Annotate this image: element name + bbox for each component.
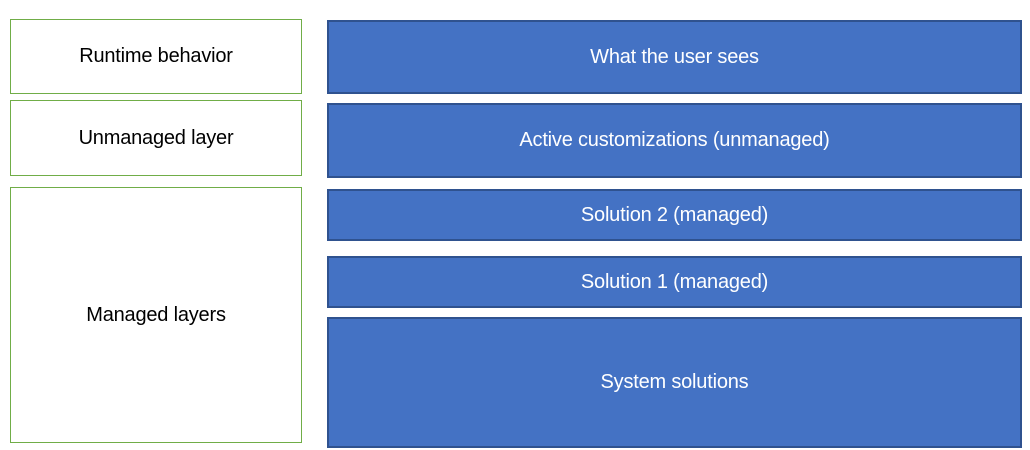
system-solutions-label: System solutions <box>600 371 749 393</box>
label-box-unmanaged-layer: Unmanaged layer <box>10 100 302 176</box>
layer-box-solution-1: Solution 1 (managed) <box>327 256 1022 308</box>
layer-box-active-customizations: Active customizations (unmanaged) <box>327 103 1022 178</box>
solution-1-label: Solution 1 (managed) <box>580 270 769 293</box>
layer-box-system-solutions: System solutions <box>327 317 1022 448</box>
layer-box-what-the-user-sees: What the user sees <box>327 20 1022 94</box>
runtime-behavior-label: Runtime behavior <box>79 45 233 67</box>
solution-2-label: Solution 2 (managed) <box>580 203 769 226</box>
unmanaged-layer-label: Unmanaged layer <box>78 126 234 149</box>
what-the-user-sees-label: What the user sees <box>590 45 759 68</box>
active-customizations-label: Active customizations (unmanaged) <box>519 129 830 151</box>
layer-box-solution-2: Solution 2 (managed) <box>327 189 1022 241</box>
label-box-managed-layers: Managed layers <box>10 187 302 443</box>
label-box-runtime-behavior: Runtime behavior <box>10 19 302 94</box>
managed-layers-label: Managed layers <box>86 303 226 326</box>
